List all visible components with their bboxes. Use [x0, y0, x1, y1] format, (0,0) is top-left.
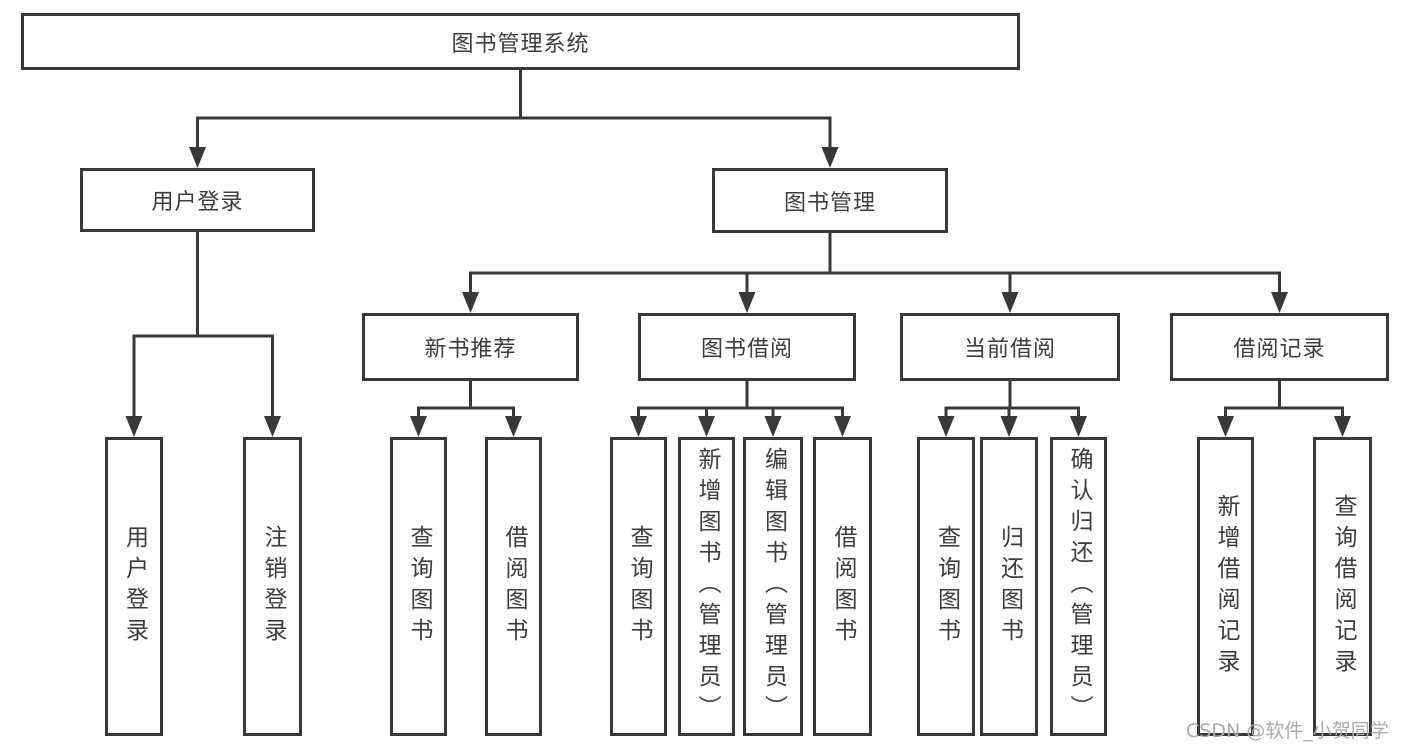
node-new-book-recommend-label: 新书推荐	[424, 337, 517, 362]
leaf-query-books-3: 查询图书	[917, 437, 975, 736]
leaf-borrow-books-1-label: 借阅图书	[501, 524, 527, 649]
leaf-query-borrow-record-label: 查询借阅记录	[1330, 493, 1356, 680]
node-new-book-recommend: 新书推荐	[362, 313, 579, 381]
node-book-borrow-label: 图书借阅	[700, 337, 793, 362]
connector-newbooks-children	[410, 381, 522, 437]
node-current-borrow-label: 当前借阅	[963, 337, 1056, 362]
leaf-user-login: 用户登录	[105, 437, 163, 736]
leaf-query-books-2: 查询图书	[610, 437, 667, 736]
node-borrow-records-label: 借阅记录	[1233, 337, 1326, 362]
leaf-logout: 注销登录	[243, 437, 302, 736]
connector-currentborrow-children	[937, 381, 1087, 437]
leaf-edit-books-admin: 编辑图书（管理员）	[743, 437, 803, 736]
node-library-system: 图书管理系统	[21, 13, 1020, 70]
leaf-logout-label: 注销登录	[260, 524, 286, 649]
node-user-login-label: 用户登录	[151, 190, 244, 215]
node-book-management: 图书管理	[712, 168, 948, 233]
node-borrow-records: 借阅记录	[1170, 313, 1389, 381]
leaf-user-login-label: 用户登录	[121, 524, 148, 649]
leaf-return-books-label: 归还图书	[996, 524, 1023, 649]
leaf-add-books-admin-label: 新增图书（管理员）	[694, 447, 720, 726]
leaf-query-books-1-label: 查询图书	[406, 524, 432, 649]
node-current-borrow: 当前借阅	[900, 313, 1120, 381]
leaf-add-borrow-record: 新增借阅记录	[1197, 437, 1254, 736]
node-book-management-label: 图书管理	[783, 190, 876, 216]
leaf-edit-books-admin-label: 编辑图书（管理员）	[760, 447, 787, 726]
connector-bookborrow-children	[630, 381, 851, 437]
connector-bookmgmt-to-level3	[462, 233, 1288, 313]
csdn-watermark: CSDN @软件_小贺同学	[1186, 720, 1389, 742]
leaf-query-books-2-label: 查询图书	[626, 524, 652, 649]
leaf-borrow-books-1: 借阅图书	[485, 437, 542, 736]
node-library-system-label: 图书管理系统	[451, 31, 590, 57]
leaf-query-books-3-label: 查询图书	[933, 524, 960, 649]
leaf-confirm-return-admin: 确认归还（管理员）	[1050, 437, 1107, 736]
connector-borrowrecords-children	[1217, 381, 1351, 437]
leaf-add-books-admin: 新增图书（管理员）	[678, 437, 735, 736]
connector-root-to-level2	[189, 70, 839, 168]
node-book-borrow: 图书借阅	[638, 313, 856, 381]
leaf-borrow-books-2: 借阅图书	[813, 437, 872, 736]
leaf-borrow-books-2-label: 借阅图书	[830, 524, 856, 649]
connector-userlogin-children	[125, 232, 281, 437]
node-user-login: 用户登录	[80, 168, 315, 232]
leaf-query-borrow-record: 查询借阅记录	[1313, 437, 1372, 736]
leaf-add-borrow-record-label: 新增借阅记录	[1213, 493, 1239, 680]
leaf-query-books-1: 查询图书	[390, 437, 447, 736]
leaf-return-books: 归还图书	[980, 437, 1038, 736]
leaf-confirm-return-admin-label: 确认归还（管理员）	[1066, 447, 1092, 726]
